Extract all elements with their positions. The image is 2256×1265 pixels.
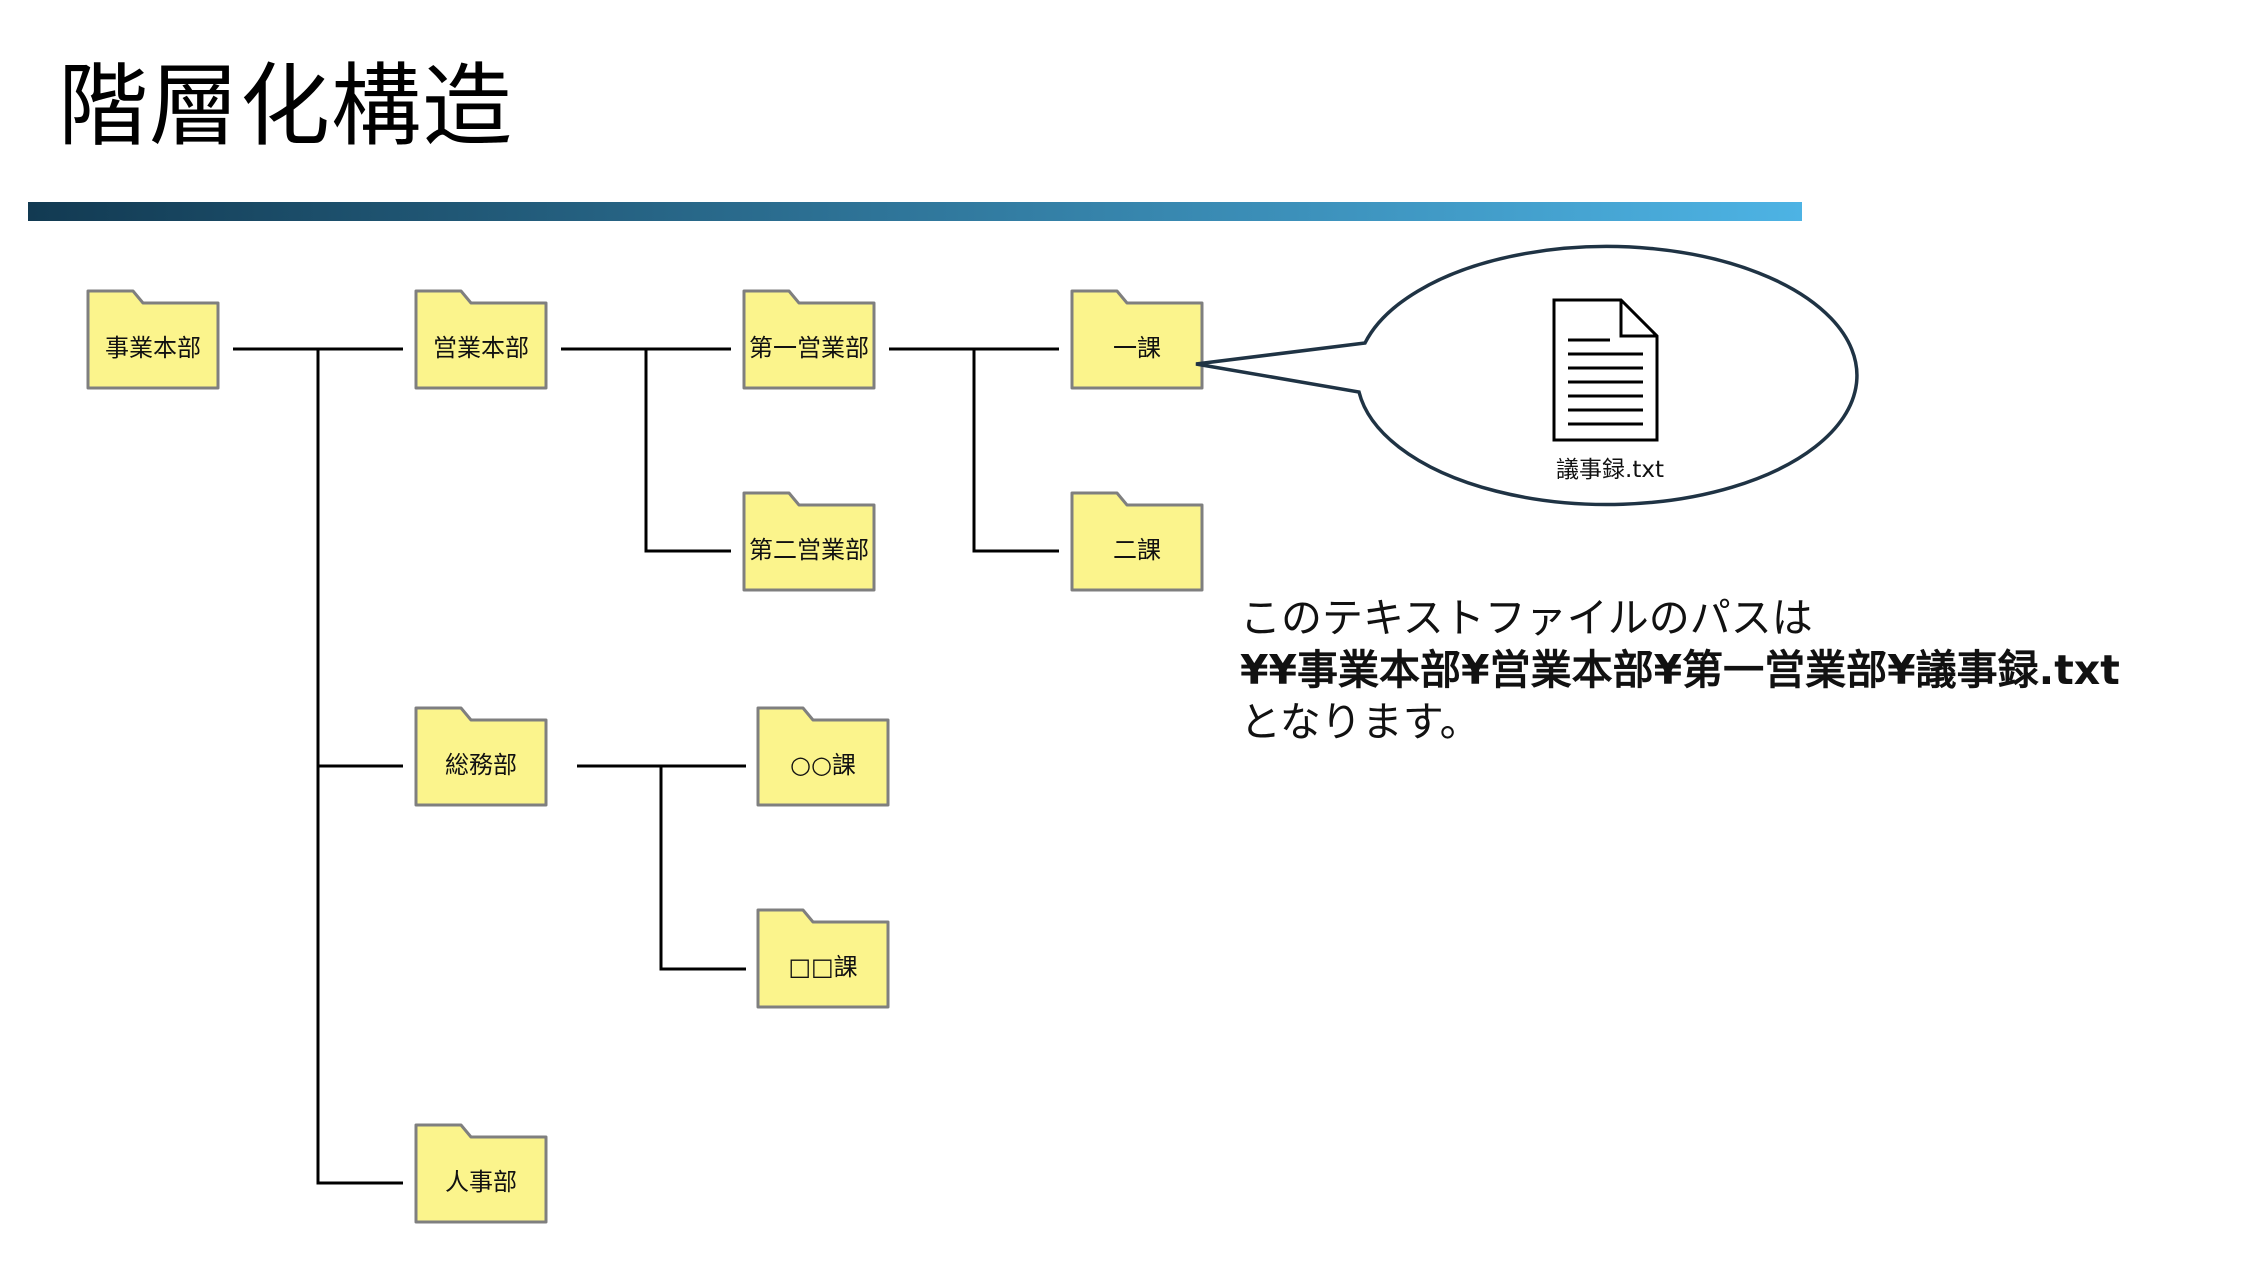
folder-nika[interactable]: 二課 <box>1070 491 1204 592</box>
folder-label: ○○課 <box>790 751 856 779</box>
folder-label: 一課 <box>1113 334 1161 362</box>
explanation-line-1: このテキストファイルのパスは <box>1240 594 1813 642</box>
file-callout-bubble: 議事録.txt <box>1195 244 1859 507</box>
folder-label: 人事部 <box>445 1168 517 1196</box>
explanation-line-3: となります。 <box>1240 698 1481 746</box>
folder-label: 二課 <box>1113 536 1161 564</box>
folder-label: 第一営業部 <box>749 334 869 362</box>
text-file-icon[interactable] <box>1552 298 1659 442</box>
folder-somubu[interactable]: 総務部 <box>414 706 548 807</box>
callout-balloon <box>1195 244 1859 507</box>
folder-daiichi-eigyobu[interactable]: 第一営業部 <box>742 289 876 390</box>
connector-eigyo-children <box>561 347 731 553</box>
folder-marumaru-ka[interactable]: ○○課 <box>756 706 890 807</box>
connector-somu-children <box>577 764 746 971</box>
file-path-text: ¥¥事業本部¥営業本部¥第一営業部¥議事録.txt <box>1240 646 2120 694</box>
path-explanation: このテキストファイルのパスは ¥¥事業本部¥営業本部¥第一営業部¥議事録.txt… <box>1240 592 2240 748</box>
file-name-label: 議事録.txt <box>1556 457 1664 483</box>
connector-root-children <box>233 347 403 1185</box>
folder-label: 事業本部 <box>105 334 201 362</box>
connector-daiichi-children <box>889 347 1059 553</box>
folder-label: 総務部 <box>445 751 517 779</box>
folder-daini-eigyobu[interactable]: 第二営業部 <box>742 491 876 592</box>
folder-eigyo-honbu[interactable]: 営業本部 <box>414 289 548 390</box>
folder-jinjibu[interactable]: 人事部 <box>414 1123 548 1224</box>
title-divider-bar <box>28 202 1802 221</box>
slide-title: 階層化構造 <box>58 54 513 159</box>
folder-root[interactable]: 事業本部 <box>86 289 220 390</box>
tree-connectors <box>233 347 1059 1185</box>
folder-label: 第二営業部 <box>749 536 869 564</box>
folder-label: □□課 <box>788 953 857 981</box>
folder-ikka[interactable]: 一課 <box>1070 289 1204 390</box>
folder-shikaku-ka[interactable]: □□課 <box>756 908 890 1009</box>
folder-label: 営業本部 <box>433 334 529 362</box>
